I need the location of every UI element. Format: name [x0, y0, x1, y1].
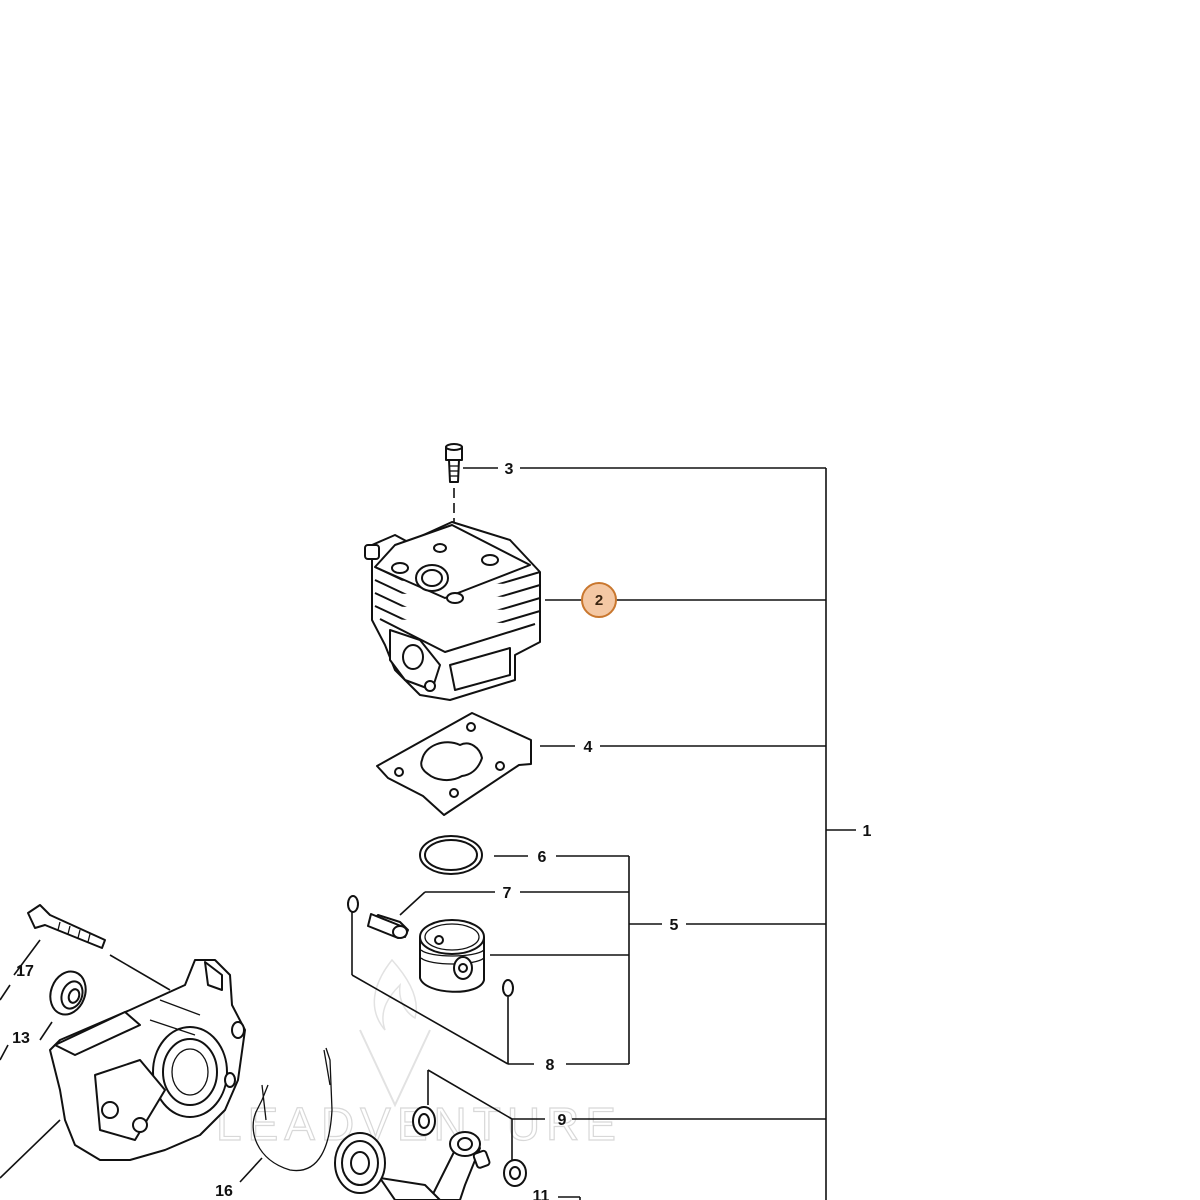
leader-lines [0, 467, 583, 1200]
washer-part-9 [412, 1106, 527, 1187]
label-6[interactable]: 6 [538, 849, 547, 866]
label-13[interactable]: 13 [12, 1030, 30, 1047]
label-5[interactable]: 5 [670, 917, 679, 934]
label-7[interactable]: 7 [503, 885, 512, 902]
seal-part-13 [49, 970, 87, 1016]
gasket-part-4 [376, 712, 532, 816]
label-11[interactable]: 11 [533, 1188, 550, 1200]
part-labels: 3 4 1 6 7 5 8 9 11 17 13 16 [12, 461, 871, 1200]
bracket-item-1 [520, 467, 856, 1200]
piston-pin-part-7 [367, 913, 409, 939]
label-4[interactable]: 4 [584, 739, 593, 756]
circlip-part-8 [347, 895, 514, 997]
label-3[interactable]: 3 [505, 461, 514, 478]
label-16[interactable]: 16 [215, 1183, 233, 1200]
piston-ring-part-6 [419, 835, 483, 875]
callout-2[interactable]: 2 [581, 582, 617, 618]
label-1[interactable]: 1 [863, 823, 872, 840]
crankcase [49, 959, 246, 1161]
label-2: 2 [595, 592, 603, 609]
bearing [334, 1132, 386, 1194]
cylinder-part-2 [364, 521, 541, 701]
label-9[interactable]: 9 [558, 1112, 567, 1129]
wire-retainer-part-16 [252, 1047, 333, 1172]
bolt-part-17 [27, 904, 106, 949]
label-17[interactable]: 17 [16, 963, 34, 980]
screw-part-3 [445, 443, 463, 580]
piston [419, 919, 485, 993]
connecting-rod [379, 1131, 491, 1200]
label-8[interactable]: 8 [546, 1057, 555, 1074]
bracket-item-5 [490, 855, 662, 1065]
